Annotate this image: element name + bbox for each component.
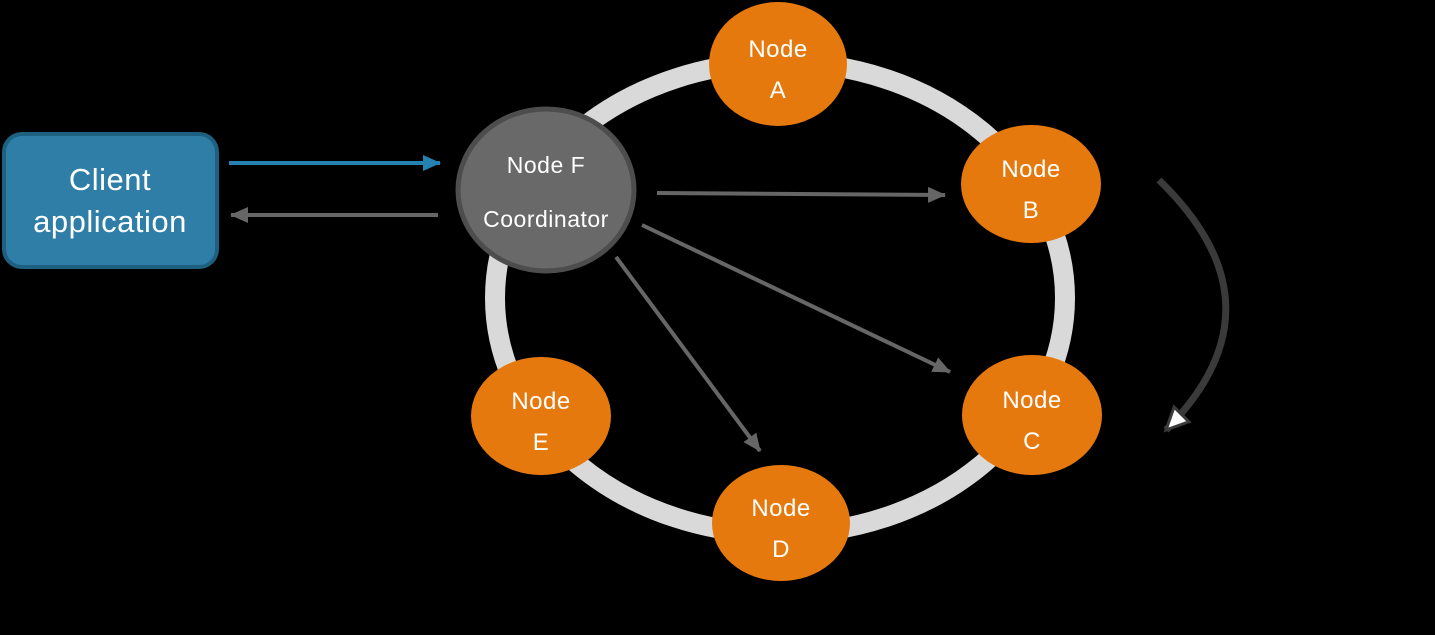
node-b-circle <box>961 125 1101 243</box>
client-box-label-line2: application <box>33 204 187 239</box>
node-d-circle <box>712 465 850 581</box>
node-e-label-line1: Node <box>511 388 570 415</box>
node-a-circle <box>709 2 847 126</box>
coordinator-circle <box>455 106 637 274</box>
node-e-label-line2: E <box>533 429 550 456</box>
node-a: Node A <box>709 2 847 126</box>
coordinator-label-line2: Coordinator <box>483 206 609 232</box>
node-b-label-line1: Node <box>1001 156 1060 183</box>
node-c-label-line2: C <box>1023 428 1041 455</box>
node-c-label-line1: Node <box>1002 387 1061 414</box>
node-e-circle <box>471 357 611 475</box>
node-e: Node E <box>471 357 611 475</box>
node-d-label-line2: D <box>772 536 790 563</box>
client-box-shape <box>2 132 219 269</box>
client-box-label-line1: Client <box>69 162 151 197</box>
coordinator-node: Node F Coordinator <box>455 106 637 274</box>
node-c: Node C <box>962 355 1102 475</box>
arrow-coordinator-to-node-d <box>614 255 762 453</box>
coordinator-label-line1: Node F <box>507 152 585 178</box>
replication-arrow-node-b-to-node-c <box>1156 177 1230 433</box>
arrow-coordinator-to-node-b <box>656 186 946 203</box>
node-a-label-line2: A <box>770 77 787 104</box>
node-b: Node B <box>961 125 1101 243</box>
node-b-label-line2: B <box>1023 197 1040 224</box>
node-d-label-line1: Node <box>751 495 810 522</box>
node-c-circle <box>962 355 1102 475</box>
node-a-label-line1: Node <box>748 36 807 63</box>
node-d: Node D <box>712 465 850 581</box>
arrow-coordinator-to-node-c <box>641 223 951 374</box>
client-application-box: Client application <box>2 132 219 269</box>
